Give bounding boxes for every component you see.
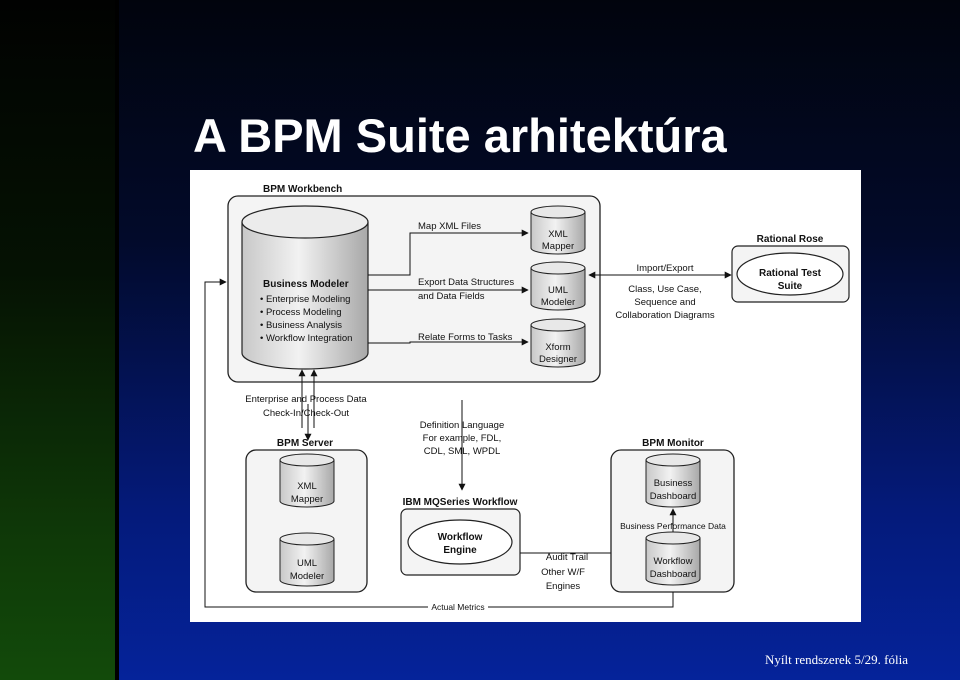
svg-text:Mapper: Mapper — [542, 241, 574, 252]
definition-label: Definition Language — [420, 420, 505, 431]
definition-label: For example, FDL, — [423, 433, 502, 444]
bm-item: • Process Modeling — [260, 307, 341, 318]
svg-text:Rational Test: Rational Test — [759, 268, 822, 279]
architecture-diagram-svg: BPM Workbench Business Modeler • Enterpr… — [204, 184, 850, 613]
svg-text:Dashboard: Dashboard — [650, 569, 696, 580]
svg-text:Engines: Engines — [546, 581, 581, 592]
svg-text:Dashboard: Dashboard — [650, 491, 696, 502]
map-xml-label: Map XML Files — [418, 221, 481, 232]
xml-mapper-cylinder: XML Mapper — [530, 205, 586, 255]
bpm-server-box — [245, 449, 368, 593]
svg-text:XML: XML — [297, 481, 317, 492]
rational-test-suite-ellipse — [736, 252, 844, 296]
svg-text:Modeler: Modeler — [541, 297, 575, 308]
svg-text:Business: Business — [654, 478, 693, 489]
bm-item: • Business Analysis — [260, 320, 342, 331]
workflow-engine-ellipse — [407, 519, 513, 565]
check-in-arrows: Enterprise and Process Data Check-In/Che… — [245, 369, 367, 441]
svg-text:Workflow: Workflow — [438, 532, 483, 543]
svg-text:Audit Trail: Audit Trail — [546, 552, 588, 563]
actual-metrics-loop: Actual Metrics — [204, 278, 674, 613]
svg-text:Workflow: Workflow — [654, 556, 693, 567]
business-dashboard-cylinder: Business Dashboard — [645, 453, 701, 508]
architecture-diagram: BPM Workbench Business Modeler • Enterpr… — [190, 170, 861, 622]
actual-metrics-label: Actual Metrics — [431, 602, 484, 612]
export-label: Export Data Structures — [418, 277, 514, 288]
enterprise-label: Enterprise and Process Data — [245, 394, 367, 405]
relate-forms-label: Relate Forms to Tasks — [418, 332, 513, 343]
definition-label: CDL, SML, WPDL — [424, 446, 501, 457]
svg-text:Suite: Suite — [778, 281, 803, 292]
export-label: and Data Fields — [418, 291, 485, 302]
slide-title: A BPM Suite arhitektúra — [193, 109, 727, 162]
bpm-monitor-title: BPM Monitor — [642, 438, 704, 449]
svg-text:Class, Use Case,: Class, Use Case, — [628, 284, 701, 295]
business-modeler-title: Business Modeler — [263, 279, 349, 290]
slide-footer: Nyílt rendszerek 5/29. fólia — [765, 652, 908, 667]
uml-modeler-cylinder: UML Modeler — [530, 261, 586, 311]
enterprise-label: Check-In/Check-Out — [263, 408, 349, 419]
server-xml-mapper-cylinder: XML Mapper — [279, 453, 335, 508]
workflow-dashboard-cylinder: Workflow Dashboard — [645, 531, 701, 586]
svg-text:Modeler: Modeler — [290, 571, 324, 582]
svg-text:Collaboration Diagrams: Collaboration Diagrams — [615, 310, 715, 321]
bm-item: • Workflow Integration — [260, 333, 352, 344]
svg-text:UML: UML — [548, 285, 568, 296]
workbench-title: BPM Workbench — [263, 184, 342, 195]
svg-text:Engine: Engine — [443, 545, 477, 556]
bm-item: • Enterprise Modeling — [260, 294, 350, 305]
svg-text:Designer: Designer — [539, 354, 577, 365]
svg-text:Sequence and: Sequence and — [634, 297, 695, 308]
side-bar-divider — [115, 0, 119, 680]
xform-designer-cylinder: Xform Designer — [530, 318, 586, 368]
side-bar-decoration — [0, 0, 115, 680]
server-uml-modeler-cylinder: UML Modeler — [279, 532, 335, 587]
business-modeler-cylinder: Business Modeler • Enterprise Modeling •… — [241, 205, 369, 370]
svg-text:XML: XML — [548, 229, 568, 240]
svg-text:UML: UML — [297, 558, 317, 569]
svg-text:Xform: Xform — [545, 342, 570, 353]
svg-text:Mapper: Mapper — [291, 494, 323, 505]
svg-text:Other W/F: Other W/F — [541, 567, 585, 578]
bpm-server-title: BPM Server — [277, 438, 333, 449]
workbench-arrows: Map XML Files Export Data Structures and… — [368, 221, 529, 346]
import-export-arrow: Import/Export Class, Use Case, Sequence … — [588, 263, 732, 321]
import-export-label: Import/Export — [636, 263, 693, 274]
mqseries-title: IBM MQSeries Workflow — [403, 497, 518, 508]
definition-language-arrow: Definition Language For example, FDL, CD… — [420, 400, 505, 491]
rational-rose-title: Rational Rose — [757, 234, 824, 245]
